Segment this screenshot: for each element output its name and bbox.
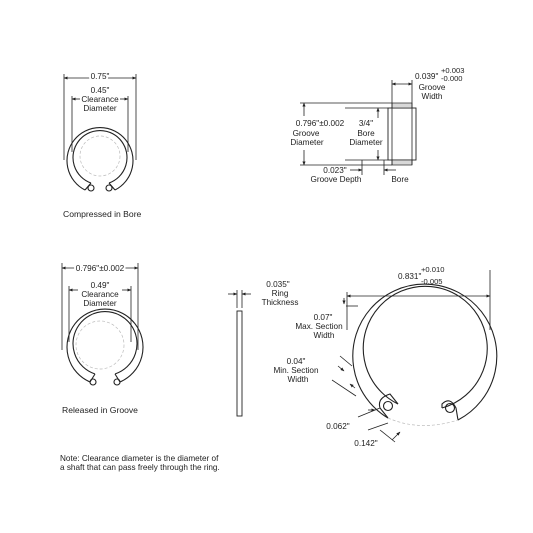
compressed-clearance-value: 0.45" [91,86,110,95]
ring-outer-dimension: 0.831" +0.010 -0.005 [346,265,491,330]
released-clearance-label-2: Diameter [83,299,116,308]
lug-hole-value: 0.062" [326,422,349,431]
thickness-view: 0.035" Ring Thickness [228,280,299,417]
compressed-outer-dim-value: 0.75" [91,72,110,81]
bore-diameter-value: 3/4" [359,119,373,128]
bore-diameter-dimension: 3/4" Bore Diameter [345,107,388,161]
ring-detail-shape [352,283,498,426]
groove-diameter-label-1: Groove [293,129,320,138]
bore-view: 0.039" +0.003 -0.000 Groove Width 0.796"… [290,66,464,184]
min-section-value: 0.04" [287,357,306,366]
released-ring-view: 0.796"±0.002 0.49" Clearance Diameter Re… [61,262,144,415]
released-clearance-value: 0.49" [91,281,110,290]
released-outer-dimension: 0.796"±0.002 [61,262,139,350]
min-section-label-2: Width [288,375,309,384]
groove-width-label-1: Groove [419,83,446,92]
bore-diameter-label-2: Diameter [349,138,382,147]
groove-diameter-dimension: 0.796"±0.002 Groove Diameter [290,102,392,166]
bore-caption: Bore [391,175,409,184]
released-ring-shape [66,308,144,386]
groove-depth-label: Groove Depth [311,175,362,184]
compressed-caption: Compressed in Bore [63,209,142,219]
note-block: Note: Clearance diameter is the diameter… [60,454,220,472]
min-section-label-1: Min. Section [273,366,318,375]
bore-diameter-label-1: Bore [357,129,375,138]
compressed-clearance-label-1: Clearance [81,95,119,104]
lug-span-value: 0.142" [354,439,377,448]
groove-width-value: 0.039" [415,72,438,81]
compressed-outer-dimension: 0.75" [63,70,137,160]
compressed-ring-shape [66,127,134,192]
groove-depth-dimension: 0.023" Groove Depth [311,160,396,184]
ring-outer-tol-minus: -0.005 [421,277,443,286]
released-caption: Released in Groove [62,405,138,415]
released-outer-dim-value: 0.796"±0.002 [76,264,125,273]
max-section-value: 0.07" [314,313,333,322]
groove-width-tol-minus: -0.000 [441,74,463,83]
lug-hole-dimension: 0.062" [326,407,389,431]
groove-width-dimension: 0.039" +0.003 -0.000 Groove Width [391,66,464,103]
released-clearance-dimension: 0.49" Clearance Diameter [68,281,132,342]
ring-outer-tol-plus: +0.010 [421,265,444,274]
max-section-label-2: Width [314,331,335,340]
compressed-ring-view: 0.75" 0.45" Clearance Diameter Compresse… [63,70,142,219]
groove-depth-value: 0.023" [323,166,346,175]
note-line-1: Note: Clearance diameter is the diameter… [60,454,219,463]
bore-section-shape [387,102,417,166]
max-section-label-1: Max. Section [295,322,343,331]
thickness-value: 0.035" [266,280,289,289]
compressed-clearance-dimension: 0.45" Clearance Diameter [71,86,129,152]
ring-detail-view: 0.831" +0.010 -0.005 0.07" Max. Section … [273,265,498,448]
released-clearance-label-1: Clearance [81,290,119,299]
thickness-label-1: Ring [272,289,289,298]
max-section-dimension: 0.07" Max. Section Width [295,298,358,340]
compressed-clearance-label-2: Diameter [83,104,116,113]
groove-diameter-label-2: Diameter [290,138,323,147]
groove-width-label-2: Width [422,92,443,101]
groove-width-tol-plus: +0.003 [441,66,464,75]
ring-outer-value: 0.831" [398,272,421,281]
lug-span-dimension: 0.142" [354,429,401,448]
thickness-label-2: Thickness [262,298,299,307]
note-line-2: a shaft that can pass freely through the… [60,463,220,472]
min-section-dimension: 0.04" Min. Section Width [273,355,357,397]
groove-diameter-value: 0.796"±0.002 [296,119,345,128]
ring-edge-shape [236,310,243,417]
